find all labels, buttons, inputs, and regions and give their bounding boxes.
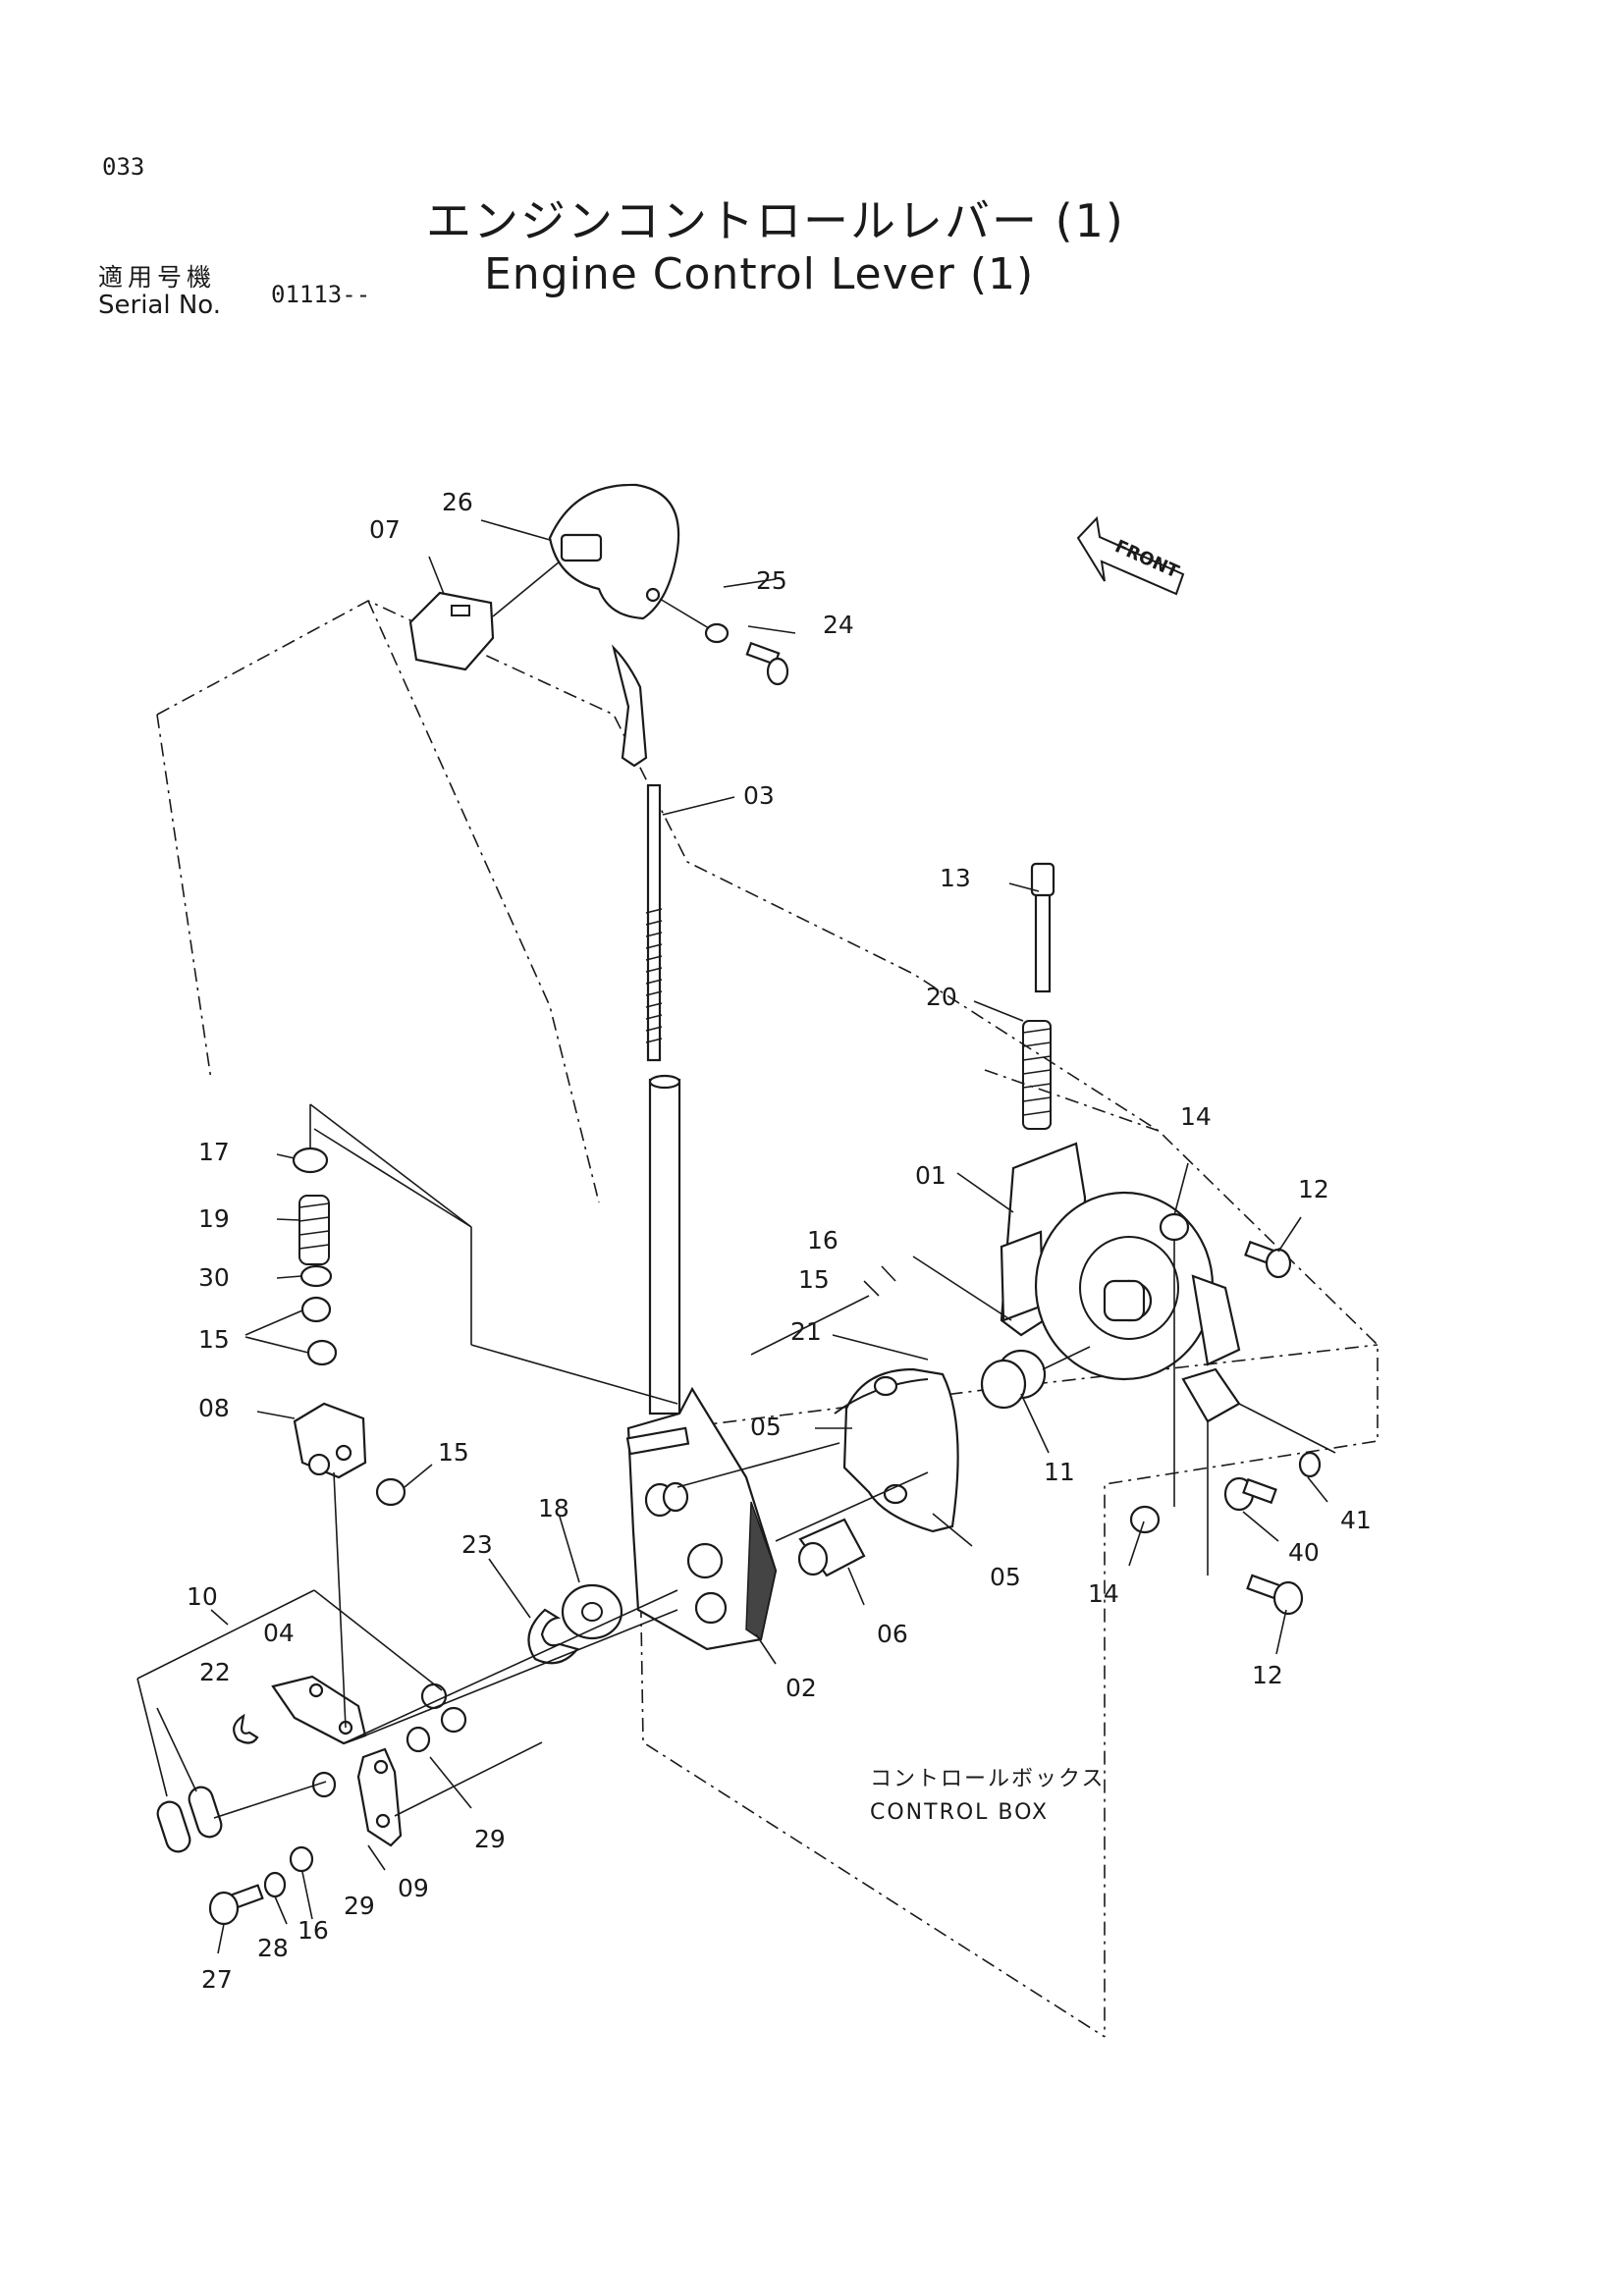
bolt-12a bbox=[1244, 1240, 1292, 1279]
washer-17 bbox=[292, 1147, 329, 1174]
screw-24 bbox=[745, 641, 789, 686]
callout-30: 30 bbox=[198, 1263, 230, 1292]
page-number: 033 bbox=[102, 153, 145, 181]
callout-11: 11 bbox=[1044, 1458, 1075, 1486]
plate-09 bbox=[356, 1747, 403, 1847]
callout-15c: 15 bbox=[438, 1438, 469, 1467]
callout-13: 13 bbox=[940, 864, 971, 892]
callout-21: 21 bbox=[790, 1317, 822, 1346]
spring-19 bbox=[298, 1195, 330, 1265]
callout-09: 09 bbox=[398, 1874, 429, 1902]
lever-body bbox=[625, 1074, 778, 1651]
nut-14a bbox=[1159, 1212, 1190, 1242]
e-ring-22 bbox=[233, 1713, 259, 1744]
callout-06: 06 bbox=[877, 1620, 908, 1648]
callout-19: 19 bbox=[198, 1204, 230, 1233]
callout-27: 27 bbox=[201, 1965, 233, 1994]
callout-15b: 15 bbox=[198, 1325, 230, 1354]
serial-number-value: 01113-- bbox=[271, 281, 371, 308]
callout-12a: 12 bbox=[1298, 1175, 1329, 1203]
washer-41 bbox=[1298, 1451, 1322, 1478]
collar-06 bbox=[797, 1518, 866, 1577]
callout-05a: 05 bbox=[750, 1413, 782, 1441]
control-box-label-english: CONTROL BOX bbox=[870, 1800, 1050, 1825]
callout-16a: 16 bbox=[807, 1226, 839, 1255]
link-10 bbox=[156, 1786, 223, 1853]
callout-20: 20 bbox=[926, 983, 957, 1011]
lever-04 bbox=[271, 1675, 367, 1745]
callout-28: 28 bbox=[257, 1934, 289, 1962]
bolt-12b bbox=[1246, 1574, 1304, 1616]
serial-label-japanese: 適用号機 bbox=[98, 263, 217, 292]
callout-14b: 14 bbox=[1088, 1579, 1119, 1608]
clamp-ring bbox=[834, 1367, 959, 1533]
callout-labels: 26 07 25 24 03 13 20 14 12 01 16 15 21 0… bbox=[187, 488, 1372, 1994]
front-arrow-icon: FRONT bbox=[1076, 515, 1185, 596]
bolt-40 bbox=[1223, 1476, 1277, 1512]
pin-18 bbox=[644, 1481, 689, 1518]
callout-08: 08 bbox=[198, 1394, 230, 1422]
pin-pair bbox=[420, 1682, 467, 1734]
callout-26: 26 bbox=[442, 488, 473, 516]
callout-29a: 29 bbox=[474, 1825, 506, 1853]
callout-15a: 15 bbox=[798, 1265, 830, 1294]
callout-16b: 16 bbox=[298, 1916, 329, 1945]
callout-05b: 05 bbox=[990, 1563, 1021, 1591]
washer-18 bbox=[561, 1583, 623, 1640]
callout-17: 17 bbox=[198, 1138, 230, 1166]
bolt-27 bbox=[208, 1884, 264, 1926]
washer-29a bbox=[406, 1726, 431, 1753]
callout-12b: 12 bbox=[1252, 1661, 1283, 1689]
nut-14b bbox=[1129, 1505, 1161, 1534]
callout-40: 40 bbox=[1288, 1538, 1320, 1567]
spring-20 bbox=[1022, 1020, 1052, 1130]
title-english: Engine Control Lever (1) bbox=[484, 249, 1035, 299]
nut-15a bbox=[300, 1296, 332, 1323]
callout-24: 24 bbox=[823, 611, 854, 639]
callout-10: 10 bbox=[187, 1582, 218, 1611]
callout-29b: 29 bbox=[344, 1892, 375, 1920]
washer-30 bbox=[299, 1264, 333, 1288]
control-box-label-japanese: コントロールボックス bbox=[870, 1767, 1106, 1791]
callout-23: 23 bbox=[461, 1530, 493, 1559]
title-japanese: エンジンコントロールレバー (1) bbox=[426, 194, 1125, 247]
callout-07: 07 bbox=[369, 515, 401, 544]
spacer-11 bbox=[980, 1349, 1047, 1410]
console-outline bbox=[156, 600, 1379, 2038]
nut-15c bbox=[375, 1477, 406, 1507]
knob-cover bbox=[408, 591, 495, 671]
serial-label-english: Serial No. bbox=[98, 291, 221, 320]
assembly-lines bbox=[136, 519, 1336, 1954]
callout-04: 04 bbox=[263, 1619, 295, 1647]
yoke-08 bbox=[293, 1402, 367, 1479]
callout-25: 25 bbox=[756, 566, 787, 595]
callout-14a: 14 bbox=[1180, 1102, 1212, 1131]
washer-29b bbox=[311, 1771, 337, 1798]
callout-22: 22 bbox=[199, 1658, 231, 1686]
callout-03: 03 bbox=[743, 781, 775, 810]
callout-02: 02 bbox=[785, 1674, 817, 1702]
nut-15b bbox=[306, 1339, 338, 1366]
lever-knob bbox=[548, 483, 680, 620]
washer-28 bbox=[263, 1871, 287, 1898]
callout-01: 01 bbox=[915, 1161, 947, 1190]
callout-41: 41 bbox=[1340, 1506, 1372, 1534]
lever-rod bbox=[611, 644, 663, 1062]
callout-18: 18 bbox=[538, 1494, 569, 1522]
washer-25 bbox=[704, 622, 730, 644]
washer-16 bbox=[289, 1845, 314, 1873]
bolt-13 bbox=[1030, 862, 1055, 993]
front-label: FRONT bbox=[1111, 536, 1182, 582]
